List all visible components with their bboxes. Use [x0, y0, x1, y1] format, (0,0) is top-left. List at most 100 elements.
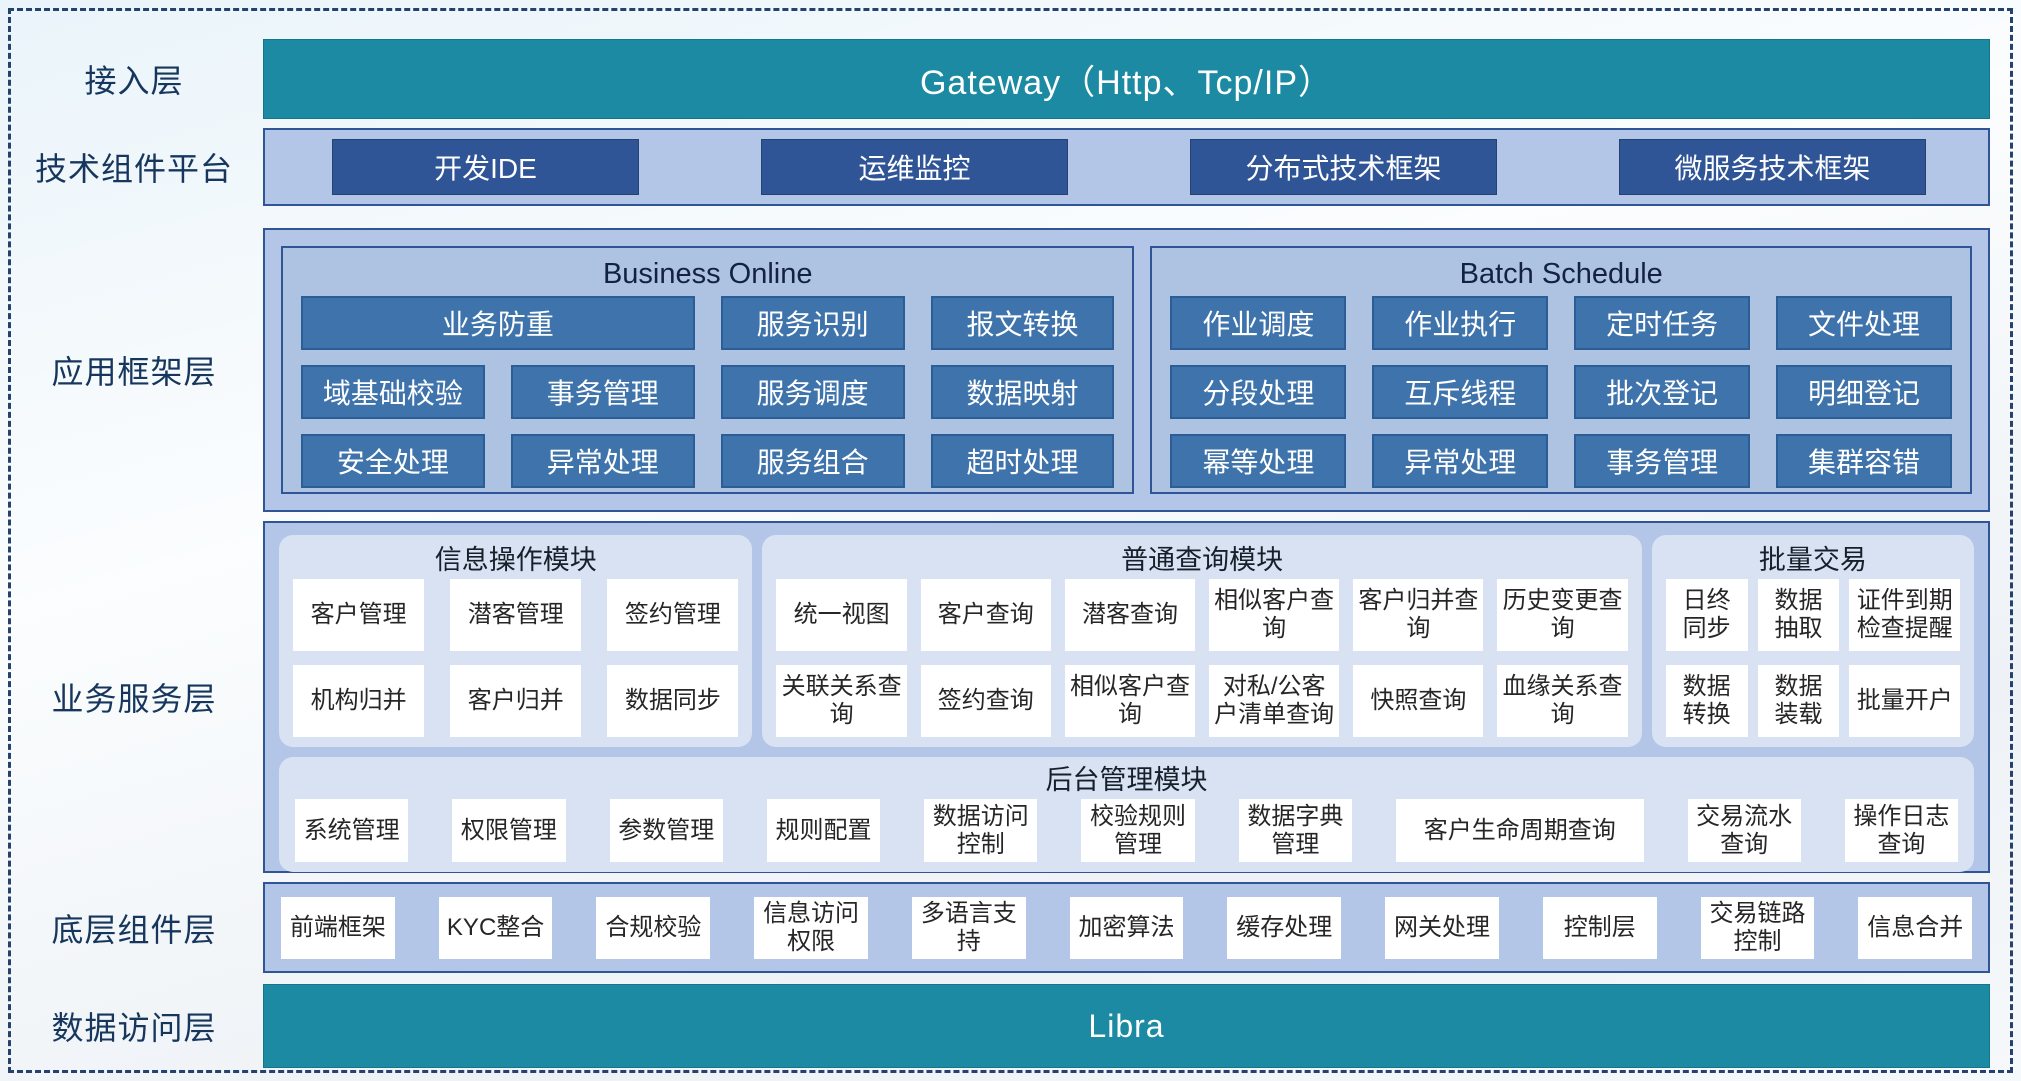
component-box: 控制层 [1542, 897, 1657, 959]
layer-label-tech: 技术组件平台 [34, 151, 233, 187]
component-box: 交易链路控制 [1700, 897, 1815, 959]
layer-label-dataaccess: 数据访问层 [51, 1010, 217, 1046]
component-box: 缓存处理 [1227, 897, 1342, 959]
libra-bar: Libra [263, 984, 1990, 1068]
framework-box: 报文转换 [930, 296, 1115, 350]
service-box: 数据同步 [607, 665, 739, 737]
framework-box: 定时任务 [1574, 296, 1751, 350]
service-box: 潜客查询 [1064, 579, 1196, 651]
layer-label-appframe: 应用框架层 [51, 354, 217, 390]
layer-label-access: 接入层 [84, 63, 184, 99]
service-box: 权限管理 [452, 799, 566, 863]
framework-box: 服务调度 [720, 365, 905, 419]
component-box: 前端框架 [281, 897, 395, 959]
service-box: 数据访问控制 [924, 799, 1038, 863]
framework-box: 明细登记 [1776, 365, 1952, 419]
framework-box: 超时处理 [930, 434, 1115, 488]
admin-module-panel: 后台管理模块 系统管理 权限管理 参数管理 规则配置 数据访问控制 校验规则管理… [279, 757, 1974, 873]
framework-box: 幂等处理 [1170, 434, 1347, 488]
framework-box: 作业执行 [1372, 296, 1549, 350]
framework-box: 数据映射 [930, 365, 1115, 419]
layer-label-bizservice: 业务服务层 [51, 681, 217, 717]
service-box: 关联关系查询 [776, 665, 907, 737]
framework-box: 异常处理 [510, 434, 695, 488]
service-box: 客户查询 [920, 579, 1051, 651]
framework-box: 文件处理 [1776, 296, 1952, 350]
tech-component-box: 开发IDE [332, 139, 639, 195]
framework-box: 集群容错 [1776, 434, 1952, 488]
framework-box: 事务管理 [1574, 434, 1751, 488]
service-box: 批量开户 [1849, 665, 1960, 737]
batch-schedule-grid: 作业调度 作业执行 定时任务 文件处理 分段处理 互斥线程 批次登记 明细登记 … [1170, 296, 1952, 488]
batch-trade-grid: 日终同步 数据抽取 证件到期检查提醒 数据转换 数据装载 批量开户 [1665, 579, 1960, 737]
service-box: 证件到期检查提醒 [1849, 579, 1960, 651]
framework-box: 服务组合 [720, 434, 905, 488]
component-box: 信息合并 [1858, 897, 1973, 959]
business-online-panel: Business Online 业务防重 服务识别 报文转换 域基础校验 事务管… [281, 246, 1135, 494]
batch-trade-panel: 批量交易 日终同步 数据抽取 证件到期检查提醒 数据转换 数据装载 批量开户 [1651, 535, 1974, 747]
framework-box: 作业调度 [1170, 296, 1347, 350]
service-box: 机构归并 [293, 665, 425, 737]
tech-component-box: 分布式技术框架 [1190, 139, 1497, 195]
service-box: 系统管理 [295, 799, 409, 863]
admin-module-title: 后台管理模块 [1045, 765, 1208, 795]
component-box: 合规校验 [596, 897, 711, 959]
service-box: 日终同步 [1665, 579, 1748, 651]
service-box: 客户管理 [293, 579, 425, 651]
service-box: 客户归并 [450, 665, 582, 737]
component-box: KYC整合 [438, 897, 553, 959]
service-box: 数据抽取 [1757, 579, 1840, 651]
service-box: 客户生命周期查询 [1395, 799, 1644, 863]
service-box: 数据装载 [1757, 665, 1840, 737]
batch-schedule-panel: Batch Schedule 作业调度 作业执行 定时任务 文件处理 分段处理 … [1150, 246, 1972, 494]
service-box: 参数管理 [609, 799, 723, 863]
service-box: 交易流水查询 [1687, 799, 1801, 863]
tech-component-box: 微服务技术框架 [1619, 139, 1926, 195]
batch-trade-title: 批量交易 [1758, 545, 1867, 575]
service-box: 客户归并查询 [1353, 579, 1484, 651]
service-box: 签约查询 [920, 665, 1051, 737]
service-box: 血缘关系查询 [1497, 665, 1628, 737]
service-box: 历史变更查询 [1497, 579, 1628, 651]
service-box: 规则配置 [766, 799, 881, 863]
framework-box: 批次登记 [1574, 365, 1751, 419]
service-box: 操作日志查询 [1844, 799, 1959, 863]
service-box: 相似客户查询 [1209, 579, 1340, 651]
info-operation-panel: 信息操作模块 客户管理 潜客管理 签约管理 机构归并 客户归并 数据同步 [279, 535, 753, 747]
component-box: 网关处理 [1385, 897, 1499, 959]
service-box: 统一视图 [776, 579, 907, 651]
framework-box: 事务管理 [510, 365, 695, 419]
service-box: 校验规则管理 [1081, 799, 1195, 863]
bizservice-container: 信息操作模块 客户管理 潜客管理 签约管理 机构归并 客户归并 数据同步 [263, 521, 1990, 873]
info-operation-grid: 客户管理 潜客管理 签约管理 机构归并 客户归并 数据同步 [293, 579, 739, 737]
service-box: 相似客户查询 [1064, 665, 1196, 737]
framework-box: 域基础校验 [301, 365, 485, 419]
info-operation-title: 信息操作模块 [434, 545, 597, 575]
common-query-panel: 普通查询模块 统一视图 客户查询 潜客查询 相似客户查询 客户归并查询 历史变更… [762, 535, 1642, 747]
framework-box: 安全处理 [301, 434, 485, 488]
service-box: 对私/公客户清单查询 [1209, 665, 1340, 737]
framework-box: 业务防重 [301, 296, 695, 350]
common-query-grid: 统一视图 客户查询 潜客查询 相似客户查询 客户归并查询 历史变更查询 关联关系… [776, 579, 1628, 737]
appframe-container: Business Online 业务防重 服务识别 报文转换 域基础校验 事务管… [263, 228, 1990, 512]
component-box: 多语言支持 [911, 897, 1026, 959]
admin-module-grid: 系统管理 权限管理 参数管理 规则配置 数据访问控制 校验规则管理 数据字典管理… [295, 799, 1959, 863]
service-box: 签约管理 [607, 579, 739, 651]
service-box: 数据字典管理 [1238, 799, 1352, 863]
service-box: 快照查询 [1353, 665, 1484, 737]
service-box: 潜客管理 [450, 579, 582, 651]
framework-box: 互斥线程 [1372, 365, 1549, 419]
service-box: 数据转换 [1665, 665, 1748, 737]
component-box: 信息访问权限 [754, 897, 868, 959]
tech-platform-container: 开发IDE 运维监控 分布式技术框架 微服务技术框架 [263, 128, 1990, 206]
lowcomp-container: 前端框架 KYC整合 合规校验 信息访问权限 多语言支持 加密算法 缓存处理 网… [263, 882, 1990, 973]
business-online-grid: 业务防重 服务识别 报文转换 域基础校验 事务管理 服务调度 数据映射 安全处理… [301, 296, 1115, 488]
framework-box: 异常处理 [1372, 434, 1549, 488]
layer-label-lowcomp: 底层组件层 [51, 911, 217, 948]
framework-box: 服务识别 [720, 296, 905, 350]
framework-box: 分段处理 [1170, 365, 1347, 419]
tech-component-box: 运维监控 [761, 139, 1068, 195]
batch-schedule-title: Batch Schedule [1459, 258, 1663, 290]
gateway-bar: Gateway（Http、Tcp/IP） [263, 39, 1990, 119]
